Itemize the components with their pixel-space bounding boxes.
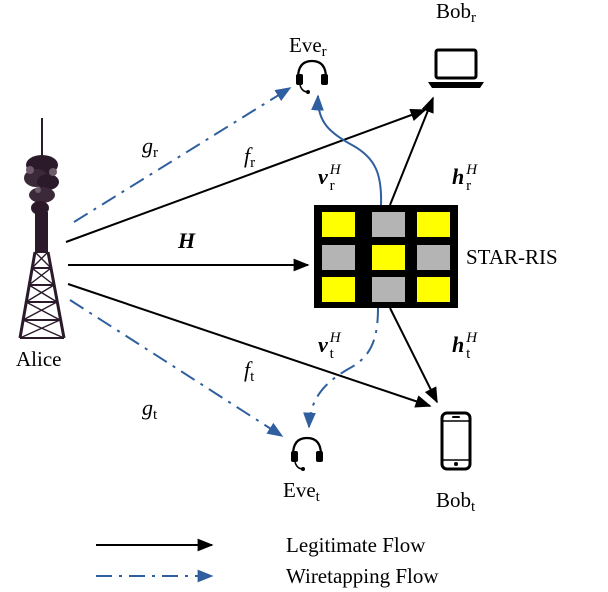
label-g-t: gt bbox=[142, 395, 158, 423]
label-H: H bbox=[177, 228, 196, 253]
bob-r-label: Bobr bbox=[436, 0, 476, 26]
headset-icon bbox=[296, 59, 328, 94]
legend: Legitimate Flow Wiretapping Flow bbox=[96, 533, 439, 588]
label-g-r: gr bbox=[142, 133, 158, 161]
smartphone-icon bbox=[440, 411, 472, 471]
ris-cell bbox=[417, 212, 450, 237]
link-f-r bbox=[65, 108, 427, 243]
legend-legitimate-label: Legitimate Flow bbox=[286, 533, 426, 557]
ris-cell bbox=[372, 277, 405, 302]
eve-r-label: Ever bbox=[289, 33, 327, 60]
ris-cell bbox=[322, 245, 355, 270]
link-g-r bbox=[73, 87, 292, 223]
star-ris-panel bbox=[314, 205, 458, 308]
star-ris-label: STAR-RIS bbox=[466, 245, 558, 269]
headset-icon bbox=[291, 436, 323, 471]
eve-t-label: Evet bbox=[283, 478, 321, 505]
cell-tower-icon bbox=[18, 118, 66, 339]
legend-wiretapping-label: Wiretapping Flow bbox=[286, 564, 439, 588]
link-f-t bbox=[67, 283, 432, 408]
ris-cell bbox=[372, 212, 405, 237]
link-g-t bbox=[69, 299, 284, 437]
ris-cell bbox=[372, 245, 405, 270]
bob-t-label: Bobt bbox=[436, 488, 476, 515]
ris-cell bbox=[322, 277, 355, 302]
ris-cell bbox=[322, 212, 355, 237]
label-f-t: ft bbox=[244, 357, 255, 385]
label-f-r: fr bbox=[244, 143, 255, 171]
link-v-t bbox=[303, 306, 379, 429]
laptop-icon bbox=[428, 48, 484, 88]
alice-label: Alice bbox=[16, 347, 61, 371]
ris-cell bbox=[417, 277, 450, 302]
link-v-r bbox=[311, 94, 383, 206]
link-h-t bbox=[389, 307, 438, 404]
link-h-r bbox=[389, 96, 434, 206]
ris-cell bbox=[417, 245, 450, 270]
